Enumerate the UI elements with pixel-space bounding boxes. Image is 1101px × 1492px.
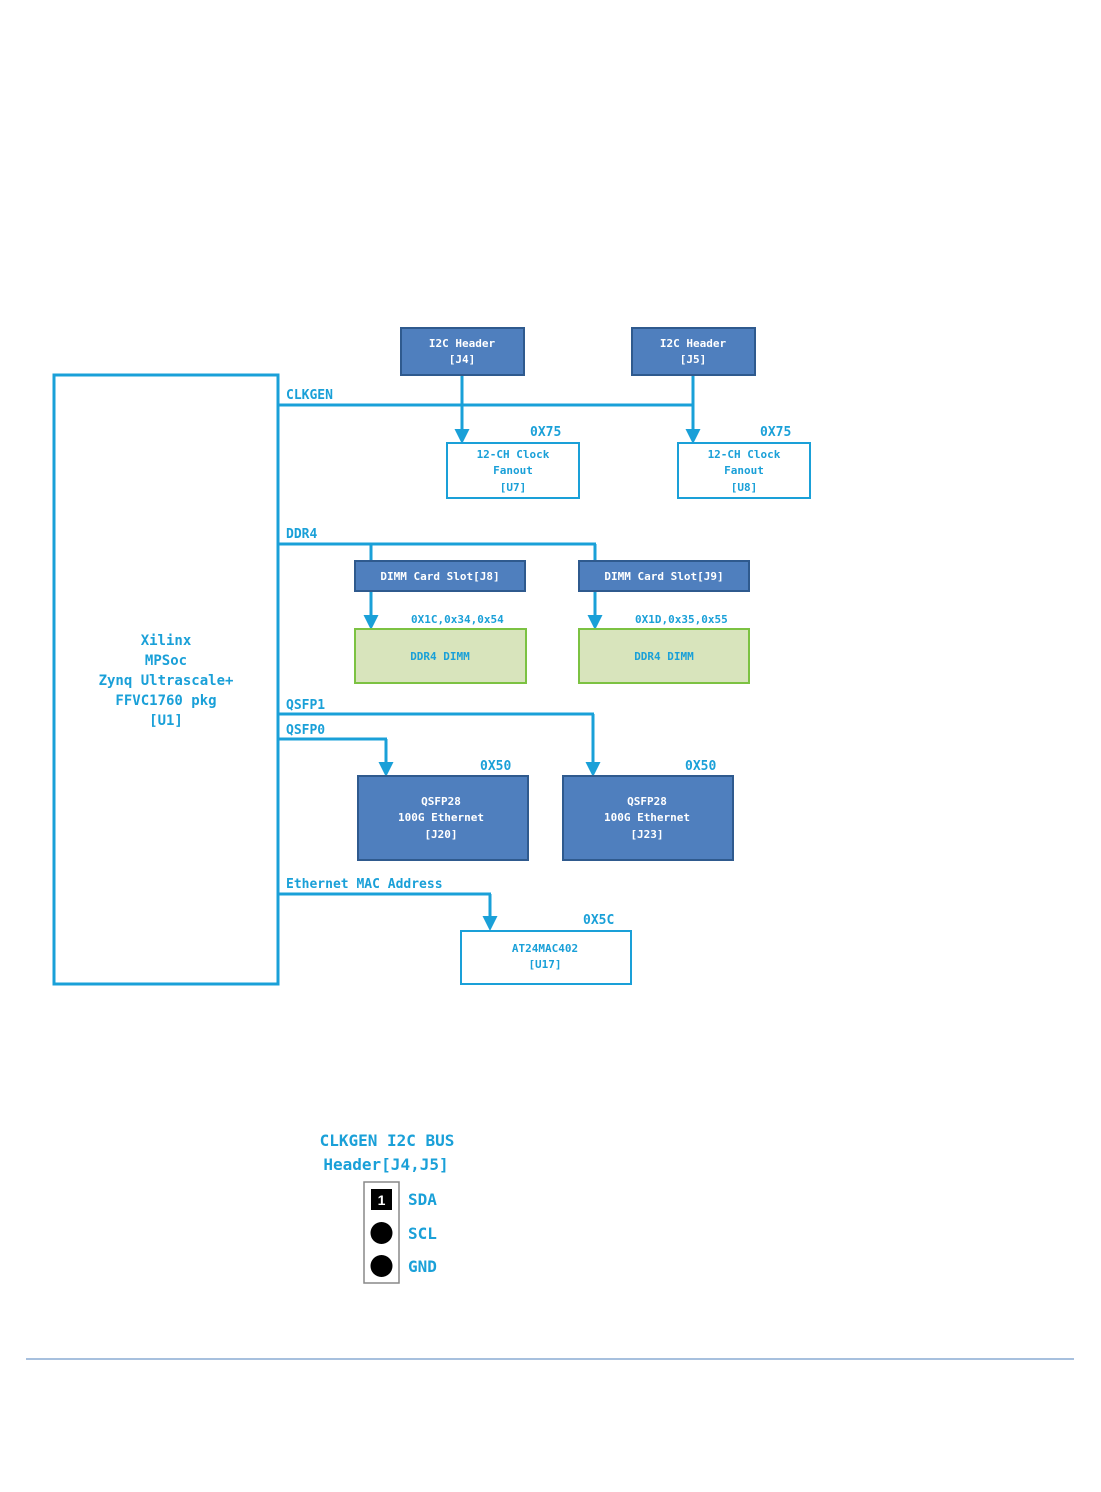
pin-label-scl: SCL: [408, 1224, 437, 1243]
qsfp-j23: 0X50 QSFP28 100G Ethernet [J23]: [562, 759, 734, 861]
clkgen-bus-label: CLKGEN: [286, 388, 333, 403]
soc-block: Xilinx MPSoc Zynq Ultrascale+ FFVC1760 p…: [52, 373, 280, 986]
eeprom-u17-addr: 0X5C: [583, 913, 614, 928]
clock-fanout-u8-line1: 12-CH Clock: [708, 448, 781, 461]
pin-label-gnd: GND: [408, 1257, 437, 1276]
soc-line5: [U1]: [149, 713, 183, 729]
qsfp0-bus-label: QSFP0: [286, 723, 325, 738]
ddr4-dimm-2-label: DDR4 DIMM: [634, 650, 694, 663]
ddr4-dimm-1: 0X1C,0x34,0x54 DDR4 DIMM: [354, 613, 527, 684]
qsfp-j23-line1: QSFP28: [627, 795, 667, 808]
qsfp-j20-addr: 0X50: [480, 759, 511, 774]
i2c-header-j5-box: [631, 327, 756, 376]
clkgen-bus: CLKGEN: [278, 375, 701, 444]
clock-fanout-u8-line3: [U8]: [731, 481, 758, 494]
i2c-header-j5: I2C Header [J5]: [631, 327, 756, 376]
eeprom-u17: 0X5C AT24MAC402 [U17]: [460, 913, 632, 985]
ddr4-dimm-1-label: DDR4 DIMM: [410, 650, 470, 663]
soc-line4: FFVC1760 pkg: [115, 693, 216, 709]
qsfp-j20-line1: QSFP28: [421, 795, 461, 808]
pin3-circle-icon: [370, 1255, 393, 1277]
dimm-slot-j8-label: DIMM Card Slot[J8]: [380, 570, 499, 583]
dimm-slot-j9: DIMM Card Slot[J9]: [578, 560, 750, 592]
clock-fanout-u8-line2: Fanout: [724, 464, 764, 477]
eeprom-u17-box: [460, 930, 632, 985]
clock-fanout-u7-addr: 0X75: [530, 425, 561, 440]
ddr4-bus-label: DDR4: [286, 527, 317, 542]
header-pinout: CLKGEN I2C BUS Header[J4,J5] 1 SDA SCL G…: [320, 1131, 455, 1284]
qsfp-j20-line2: 100G Ethernet: [398, 811, 484, 824]
eth-mac-bus: Ethernet MAC Address: [278, 877, 498, 931]
pin2-circle-icon: [370, 1222, 393, 1244]
clock-fanout-u7-line2: Fanout: [493, 464, 533, 477]
header-pinout-title-line2: Header[J4,J5]: [323, 1155, 448, 1174]
clock-fanout-u7: 0X75 12-CH Clock Fanout [U7]: [446, 425, 580, 499]
ddr4-dimm-2-addr: 0X1D,0x35,0x55: [635, 613, 728, 626]
i2c-header-j4-line2: [J4]: [449, 353, 476, 366]
i2c-header-j4: I2C Header [J4]: [400, 327, 525, 376]
qsfp-j23-line2: 100G Ethernet: [604, 811, 690, 824]
pin1-number: 1: [378, 1192, 386, 1208]
eeprom-u17-line2: [U17]: [528, 958, 561, 971]
i2c-header-j4-box: [400, 327, 525, 376]
pin1-square-icon: [371, 1189, 392, 1210]
clock-fanout-u7-line1: 12-CH Clock: [477, 448, 550, 461]
soc-line1: Xilinx: [141, 633, 192, 649]
qsfp-j20-box: [357, 775, 529, 861]
ddr4-dimm-2-box: [578, 628, 750, 684]
eth-mac-bus-label: Ethernet MAC Address: [286, 877, 443, 892]
clock-fanout-u7-line3: [U7]: [500, 481, 527, 494]
i2c-header-j4-line1: I2C Header: [429, 337, 496, 350]
soc-line2: MPSoc: [145, 653, 187, 669]
dimm-slot-j8-box: [354, 560, 526, 592]
qsfp-j20-line3: [J20]: [424, 828, 457, 841]
ddr4-bus: DDR4: [278, 527, 603, 630]
ddr4-dimm-2: 0X1D,0x35,0x55 DDR4 DIMM: [578, 613, 750, 684]
pin-label-sda: SDA: [408, 1190, 437, 1209]
ddr4-dimm-1-addr: 0X1C,0x34,0x54: [411, 613, 504, 626]
clock-fanout-u8-box: [677, 442, 811, 499]
soc-box: [52, 373, 280, 986]
i2c-header-j5-line2: [J5]: [680, 353, 707, 366]
clock-fanout-u8-addr: 0X75: [760, 425, 791, 440]
i2c-header-j5-line1: I2C Header: [660, 337, 727, 350]
clock-fanout-u8: 0X75 12-CH Clock Fanout [U8]: [677, 425, 811, 499]
dimm-slot-j8: DIMM Card Slot[J8]: [354, 560, 526, 592]
qsfp-j23-line3: [J23]: [630, 828, 663, 841]
eeprom-u17-line1: AT24MAC402: [512, 942, 578, 955]
header-pinout-title-line1: CLKGEN I2C BUS: [320, 1131, 455, 1150]
soc-line3: Zynq Ultrascale+: [99, 673, 234, 689]
qsfp-j20: 0X50 QSFP28 100G Ethernet [J20]: [357, 759, 529, 861]
clock-fanout-u7-box: [446, 442, 580, 499]
qsfp-j23-addr: 0X50: [685, 759, 716, 774]
dimm-slot-j9-box: [578, 560, 750, 592]
qsfp-j23-box: [562, 775, 734, 861]
ddr4-dimm-1-box: [354, 628, 527, 684]
qsfp1-bus-label: QSFP1: [286, 698, 325, 713]
dimm-slot-j9-label: DIMM Card Slot[J9]: [604, 570, 723, 583]
qsfp-buses: QSFP1 QSFP0: [278, 698, 601, 777]
